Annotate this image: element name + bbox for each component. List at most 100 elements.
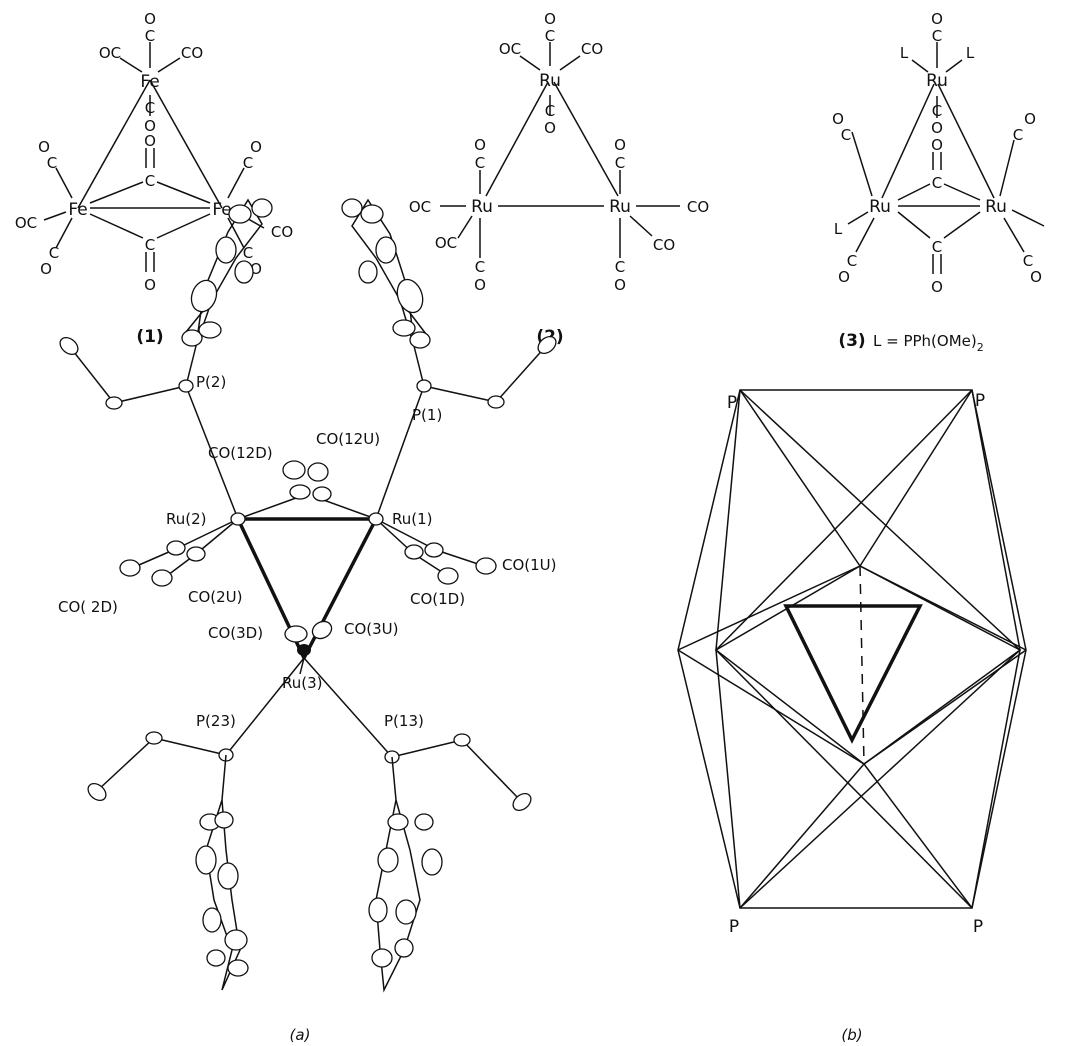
- c-atom-ellipsoid: [404, 544, 424, 560]
- o-atom: O: [144, 276, 156, 294]
- structure-1: Fe Fe Fe O C OC CO C O O C C O O C OC C …: [15, 10, 293, 347]
- o-atom: O: [144, 132, 156, 150]
- c-atom-ellipsoid: [215, 236, 237, 264]
- bridge-bond: [156, 213, 211, 239]
- c-atom-ellipsoid: [312, 486, 332, 502]
- co-bond: [855, 217, 875, 253]
- c-atom-ellipsoid: [371, 948, 393, 968]
- polyhedron-edge: [971, 389, 1021, 651]
- ru-ru-bond: [485, 81, 549, 197]
- l-ligand: L: [834, 220, 843, 238]
- co-label: CO: [687, 198, 709, 216]
- o-atom: O: [544, 119, 556, 137]
- o-c-bond: [461, 739, 521, 801]
- o-atom: O: [931, 278, 943, 296]
- hidden-edge: [859, 565, 865, 765]
- p-atom-ellipsoid: [178, 379, 194, 393]
- c-atom-ellipsoid: [395, 899, 417, 925]
- label-co1u: CO(1U): [502, 556, 557, 574]
- co-bond: [457, 215, 473, 239]
- label-pointer: [299, 657, 305, 675]
- c-atom: C: [841, 126, 851, 144]
- bridge-bond: [943, 183, 981, 201]
- ru-ru-bond: [881, 83, 935, 199]
- c-atom-ellipsoid: [394, 938, 414, 958]
- polyhedron-edge: [863, 763, 973, 909]
- c-atom-ellipsoid: [234, 260, 254, 284]
- c-atom-ellipsoid: [59, 336, 79, 356]
- co-bond: [851, 131, 873, 197]
- polyhedron-edge: [971, 649, 1021, 909]
- fe-atom: Fe: [68, 200, 87, 220]
- co-label: CO: [181, 44, 203, 62]
- c-atom: C: [615, 258, 625, 276]
- o-atom: O: [144, 10, 156, 28]
- c-atom: C: [932, 27, 942, 45]
- ortep-diagram: P(2) P(1) CO(12D) CO(12U) Ru(2) Ru(1) CO…: [58, 198, 557, 1044]
- c-atom: C: [49, 244, 59, 262]
- p-vertex: P: [727, 393, 737, 413]
- bridge-bond: [89, 181, 144, 204]
- l-ligand: L: [966, 44, 975, 62]
- c-atom-ellipsoid: [409, 331, 431, 349]
- co-bond: [519, 55, 541, 71]
- o-atom-ellipsoid: [475, 557, 497, 575]
- central-triangle: [783, 604, 923, 744]
- ru-atom: Ru: [609, 197, 631, 217]
- o-atom: O: [1030, 268, 1042, 286]
- bridge-bond: [943, 211, 981, 239]
- co-bond: [119, 57, 143, 73]
- o-atom-ellipsoid: [119, 559, 141, 577]
- p-o-bond: [391, 739, 463, 758]
- p-vertex: P: [729, 917, 739, 937]
- c-atom: C: [243, 244, 253, 262]
- o-atom: O: [40, 260, 52, 278]
- l-bond: [911, 59, 929, 73]
- structure-2: Ru Ru Ru O C OC CO C O O C OC OC C O O C…: [409, 10, 709, 347]
- c-atom-ellipsoid: [206, 949, 226, 967]
- c-atom-ellipsoid: [195, 845, 217, 875]
- ru-atom: Ru: [539, 71, 561, 91]
- co-label: CO: [581, 40, 603, 58]
- o-atom: O: [931, 136, 943, 154]
- o-atom-ellipsoid: [311, 620, 333, 640]
- ru-atom: Ru: [926, 71, 948, 91]
- c-atom: C: [475, 154, 485, 172]
- o-atom: O: [474, 276, 486, 294]
- ru-atom-ellipsoid: [297, 644, 311, 656]
- o-atom: O: [838, 268, 850, 286]
- p-vertex: P: [973, 917, 983, 937]
- c-atom-ellipsoid: [214, 811, 234, 829]
- c-atom-ellipsoid: [166, 540, 186, 556]
- co-bond: [629, 215, 653, 237]
- c-atom: C: [847, 252, 857, 270]
- c-atom-ellipsoid: [202, 907, 222, 933]
- ru-p-bond: [225, 657, 305, 756]
- c-atom: C: [145, 27, 155, 45]
- o-atom-ellipsoid: [437, 567, 459, 585]
- ru-co-bond: [237, 497, 297, 520]
- ru-co-bond: [317, 497, 377, 520]
- ru-atom-ellipsoid: [230, 512, 246, 526]
- c-atom-ellipsoid: [228, 204, 252, 224]
- c-atom-ellipsoid: [224, 929, 248, 951]
- fe-atom: Fe: [140, 72, 159, 92]
- c-atom-ellipsoid: [181, 329, 203, 347]
- ru-atom: Ru: [985, 197, 1007, 217]
- bridge-bond: [897, 183, 931, 201]
- c-atom: C: [545, 102, 555, 120]
- o-c-bond: [495, 345, 547, 403]
- label-co1d: CO(1D): [410, 590, 465, 608]
- co-bond: [43, 211, 67, 221]
- o-c-bond: [69, 346, 115, 404]
- c-atom-ellipsoid: [368, 897, 388, 923]
- c-atom-ellipsoid: [392, 319, 416, 337]
- ru-co-bond: [375, 518, 437, 551]
- c-atom: C: [615, 154, 625, 172]
- co-label: OC: [99, 44, 121, 62]
- c-atom-ellipsoid: [360, 204, 384, 224]
- polyhedron-edge: [714, 565, 1022, 765]
- c-atom-ellipsoid: [227, 959, 249, 977]
- co-bond: [559, 55, 581, 71]
- c-atom-ellipsoid: [186, 546, 206, 562]
